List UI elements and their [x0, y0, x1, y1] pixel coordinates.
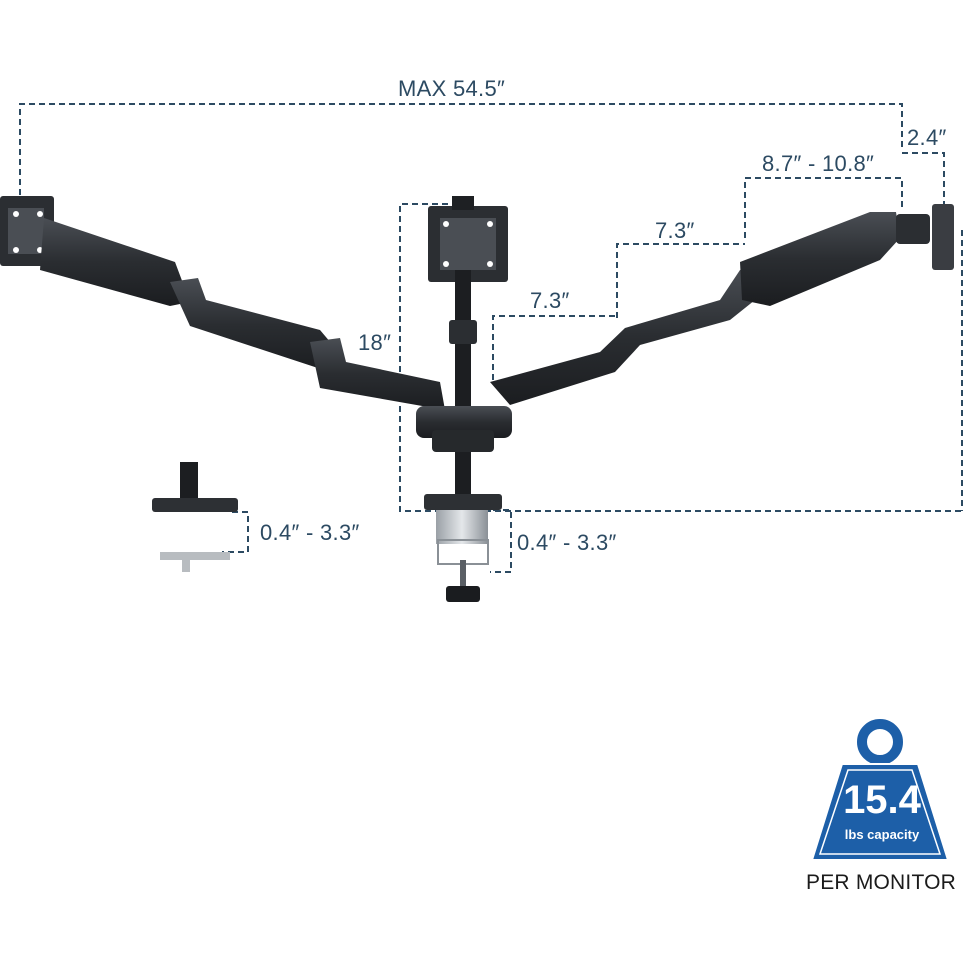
right-arm-upper-label: 7.3″	[655, 218, 695, 243]
clamp-left-label: 0.4″ - 3.3″	[260, 520, 360, 545]
right-arm-lower-label: 7.3″	[530, 288, 570, 313]
center-pole	[416, 196, 512, 602]
max-width-label: MAX 54.5″	[398, 76, 506, 101]
right-arm-range-label: 8.7″ - 10.8″	[762, 151, 875, 176]
right-vesa-plate	[932, 204, 954, 270]
left-monitor-arm	[0, 196, 445, 410]
capacity-badge: 15.4 lbs capacity	[808, 722, 956, 862]
capacity-badge-shape	[810, 719, 950, 861]
pole-height-label: 18″	[358, 330, 392, 355]
dimension-lines	[19, 103, 963, 573]
right-arm-lower-line	[492, 315, 617, 380]
per-monitor-caption: PER MONITOR	[806, 871, 956, 894]
clamp-center-line	[490, 509, 512, 573]
clamp-center-label: 0.4″ - 3.3″	[517, 530, 617, 555]
right-arm-range-line	[744, 177, 903, 238]
right-monitor-arm	[490, 204, 954, 405]
left-clamp	[152, 462, 238, 572]
capacity-unit: lbs capacity	[844, 827, 920, 842]
right-arm-upper-line	[616, 243, 745, 318]
depth-offset-label: 2.4″	[907, 125, 947, 150]
center-clamp	[436, 510, 488, 544]
pole-height-line	[399, 203, 962, 512]
depth-offset-line	[902, 152, 945, 205]
capacity-value: 15.4	[843, 778, 921, 822]
max-width-line	[19, 103, 903, 215]
clamp-left-line	[222, 511, 249, 553]
